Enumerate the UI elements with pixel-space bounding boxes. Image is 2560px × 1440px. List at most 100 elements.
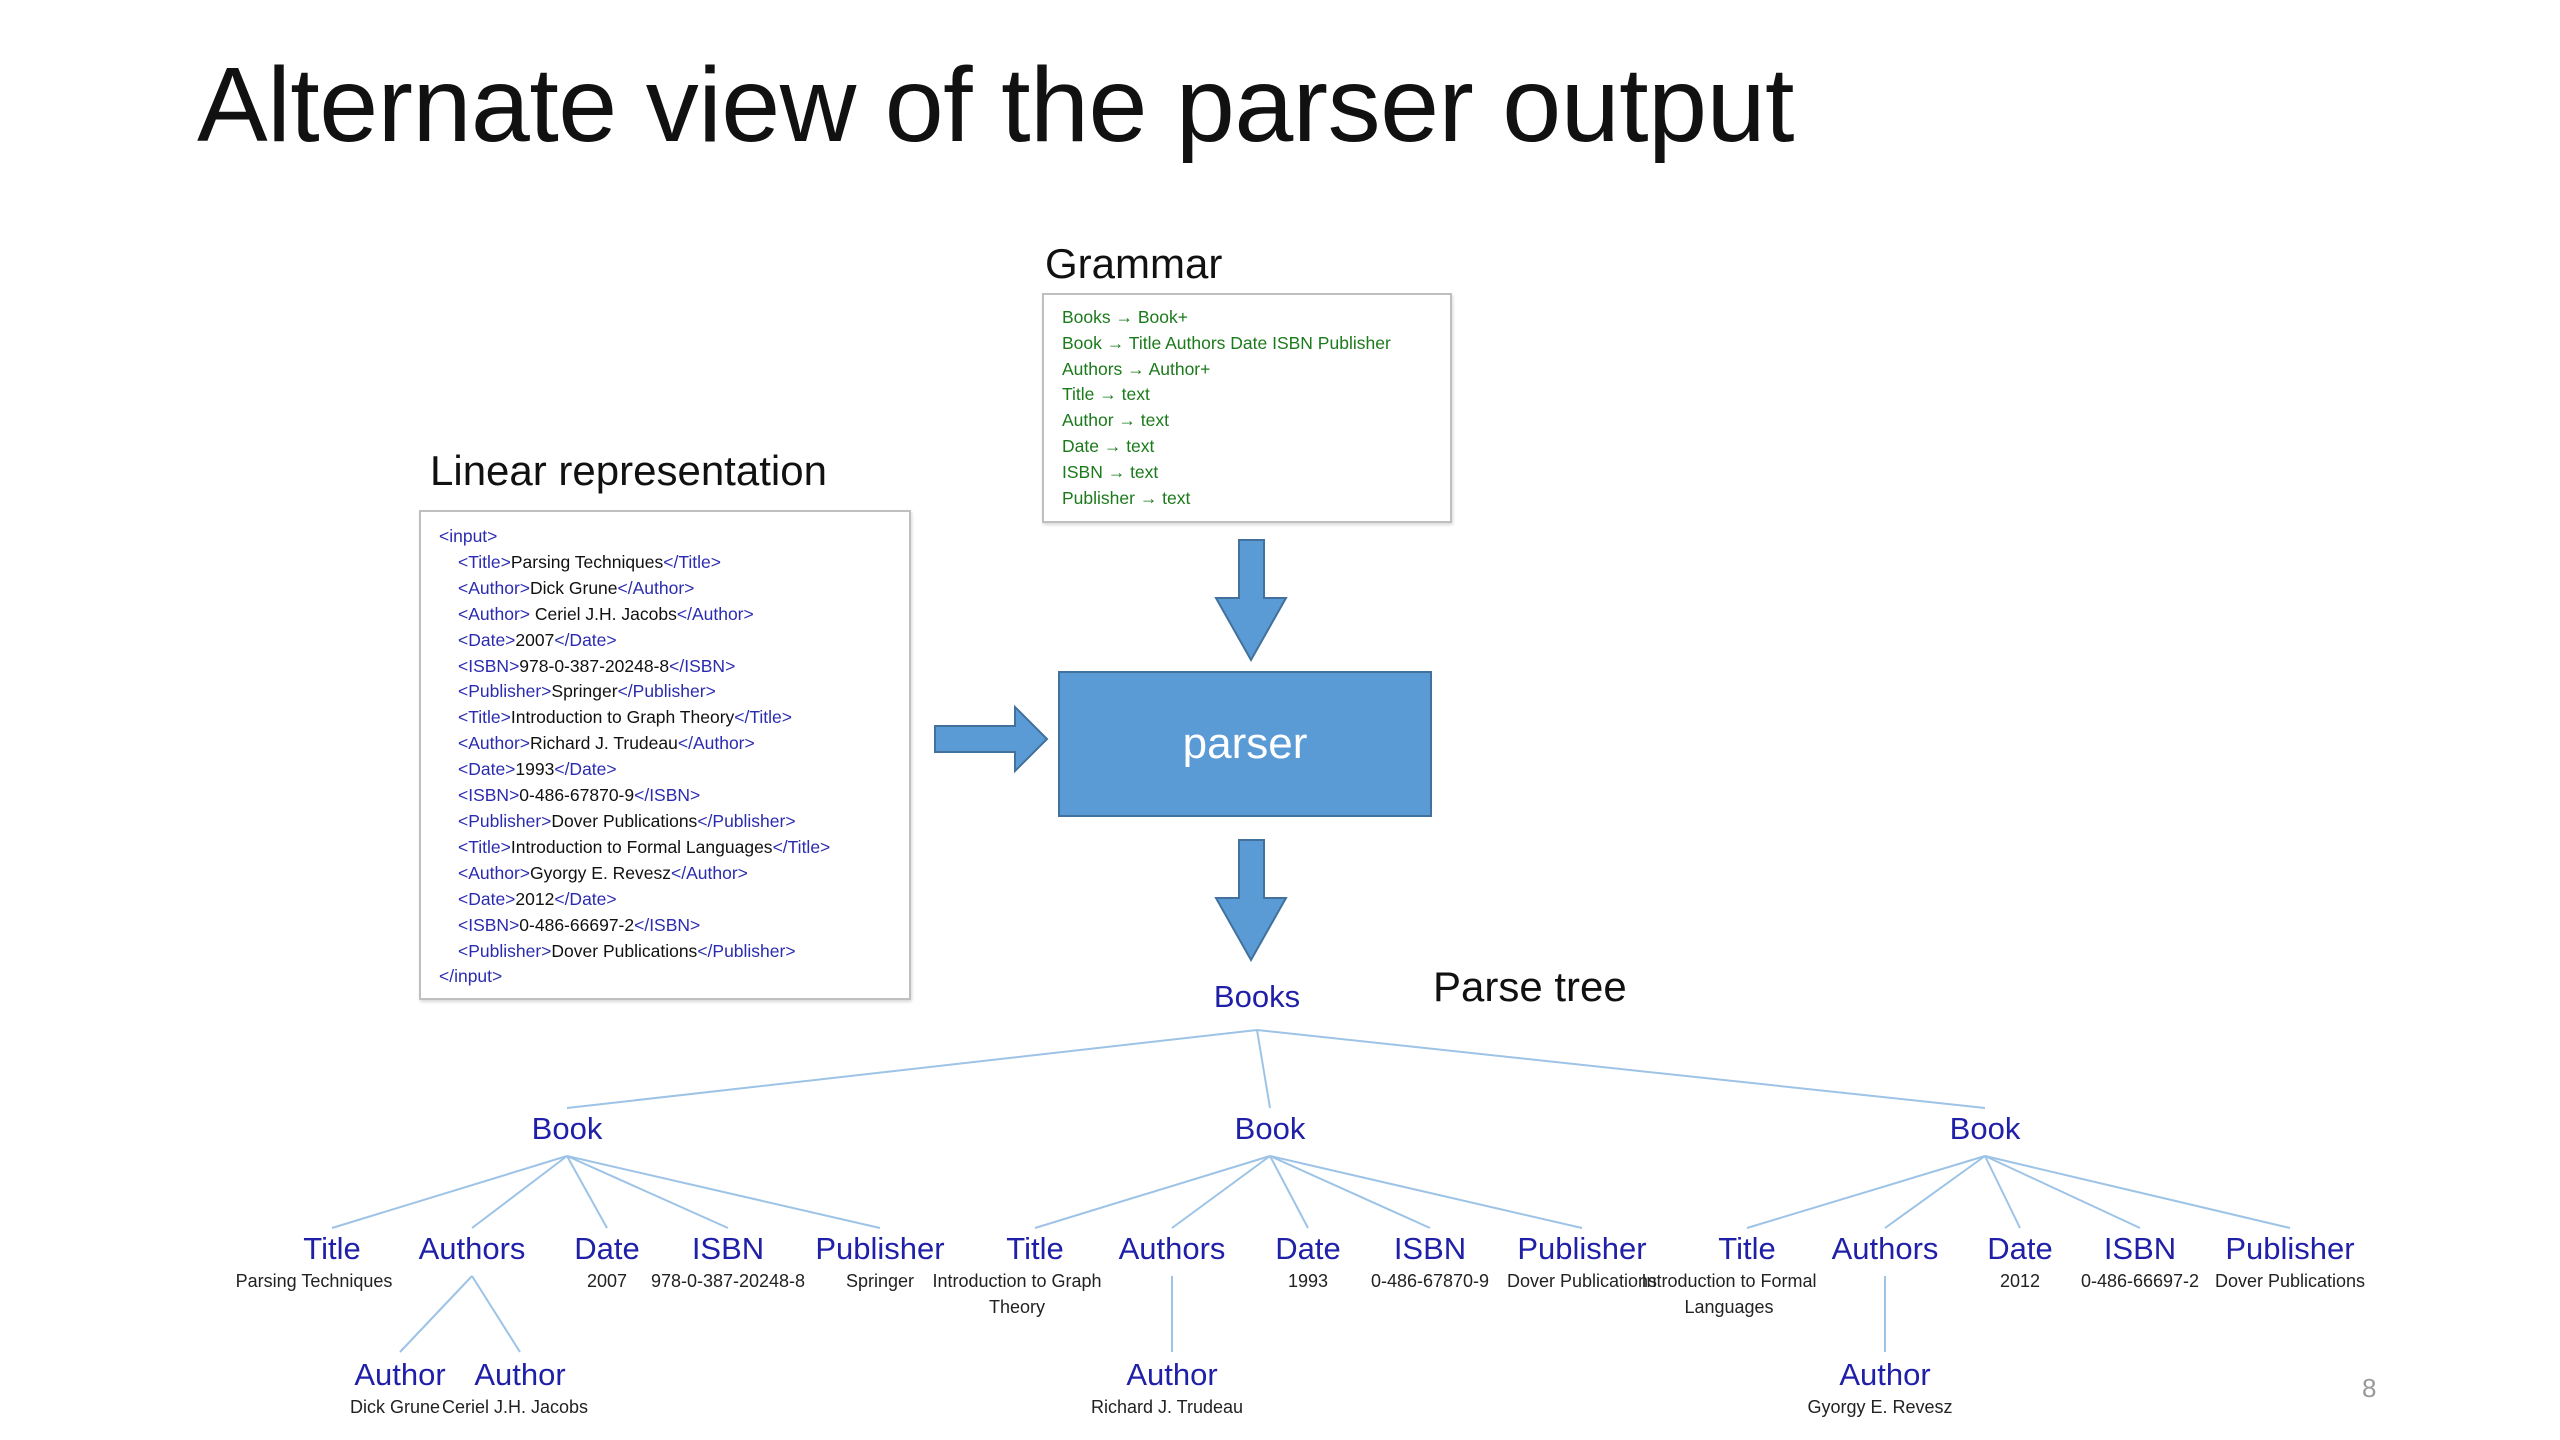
tree-node: Date	[1987, 1231, 2053, 1266]
tree-value: Parsing Techniques	[235, 1271, 393, 1291]
xml-text: 2012	[515, 888, 555, 909]
xml-text: 2007	[515, 629, 555, 650]
tree-edge	[1034, 1155, 1271, 1229]
xml-tag: <ISBN>	[458, 655, 520, 676]
xml-line: <Publisher>Dover Publications</Publisher…	[439, 939, 909, 965]
xml-line: <Date>1993</Date>	[439, 757, 909, 783]
xml-line: <Title>Introduction to Graph Theory</Tit…	[439, 705, 909, 731]
xml-text: Ceriel J.H. Jacobs	[530, 603, 677, 624]
linear-representation-box: <input><Title>Parsing Techniques</Title>…	[419, 510, 911, 1000]
xml-tag: </Author>	[671, 862, 748, 883]
xml-tag: </Title>	[663, 551, 721, 572]
xml-tag: <Publisher>	[458, 810, 552, 831]
tree-node: Title	[1006, 1231, 1064, 1266]
tree-edge	[1984, 1155, 2021, 1229]
tree-value: 0-486-66697-2	[2080, 1271, 2200, 1291]
tree-edge	[566, 1155, 881, 1229]
xml-tag: </Title>	[734, 707, 792, 728]
xml-text: Richard J. Trudeau	[530, 733, 678, 754]
tree-node: Author	[354, 1357, 446, 1392]
tree-edge	[1269, 1155, 1431, 1229]
xml-tag: </Date>	[554, 629, 617, 650]
tree-edge	[1269, 1155, 1309, 1229]
tree-edge	[1984, 1155, 2141, 1229]
xml-line: <Date>2007</Date>	[439, 628, 909, 654]
xml-text: Springer	[551, 681, 618, 702]
xml-line: <Publisher>Dover Publications</Publisher…	[439, 809, 909, 835]
tree-edge	[1256, 1029, 1271, 1109]
tree-edge	[399, 1275, 473, 1353]
tree-node: Author	[1126, 1357, 1218, 1392]
xml-line: <Title>Parsing Techniques</Title>	[439, 550, 909, 576]
xml-tag: <Author>	[458, 577, 530, 598]
parse-tree-label: Parse tree	[1433, 963, 1627, 1010]
xml-tag: </ISBN>	[634, 785, 701, 806]
xml-tag: </Publisher>	[617, 681, 716, 702]
xml-line: <ISBN>0-486-66697-2</ISBN>	[439, 913, 909, 939]
xml-tag: </Date>	[554, 759, 617, 780]
grammar-rule: Publisher → text	[1062, 487, 1191, 508]
grammar-rule: Date → text	[1062, 435, 1155, 456]
tree-value: 1993	[1287, 1271, 1329, 1291]
grammar-rule: Title → text	[1062, 384, 1150, 405]
xml-line: <Author>Richard J. Trudeau</Author>	[439, 731, 909, 757]
grammar-rule: Author → text	[1062, 410, 1169, 431]
xml-text: Parsing Techniques	[510, 551, 664, 572]
tree-node: Publisher	[1517, 1231, 1647, 1266]
xml-tag: </Title>	[772, 836, 831, 857]
xml-tag: <Author>	[458, 733, 530, 754]
xml-tag: </Publisher>	[697, 810, 796, 831]
tree-value: Introduction to Graph Theory	[932, 1271, 1102, 1317]
tree-node: Title	[303, 1231, 361, 1266]
xml-text: 0-486-67870-9	[519, 785, 635, 806]
tree-node: Publisher	[2225, 1231, 2355, 1266]
down-arrow-icon	[1214, 539, 1288, 663]
grammar-rule: ISBN → text	[1062, 461, 1159, 482]
tree-node: Book	[1949, 1111, 2021, 1146]
page-number: 8	[2362, 1373, 2377, 1403]
tree-edge	[566, 1029, 1258, 1109]
xml-tag: </Author>	[676, 603, 754, 624]
grammar-rules: Books → Book+Book → Title Authors Date I…	[1062, 305, 1432, 511]
xml-text: Introduction to Formal Languages	[510, 836, 773, 857]
tree-node: ISBN	[2103, 1231, 2177, 1266]
grammar-box: Books → Book+Book → Title Authors Date I…	[1042, 293, 1452, 523]
tree-value: 978-0-387-20248-8	[650, 1271, 806, 1291]
xml-line: <Author>Gyorgy E. Revesz</Author>	[439, 861, 909, 887]
right-arrow-icon	[934, 704, 1049, 774]
xml-text: 0-486-66697-2	[519, 914, 635, 935]
xml-line: <ISBN>978-0-387-20248-8</ISBN>	[439, 654, 909, 680]
tree-node: Authors	[1118, 1231, 1226, 1266]
tree-edge	[1171, 1155, 1271, 1229]
slide-title: Alternate view of the parser output	[197, 46, 1794, 164]
tree-value: Gyorgy E. Revesz	[1807, 1397, 1953, 1417]
xml-tag: <ISBN>	[458, 914, 520, 935]
xml-tag: </Author>	[677, 733, 755, 754]
xml-tag: <input>	[439, 526, 498, 546]
tree-edge	[1984, 1155, 2291, 1229]
tree-edge	[1746, 1155, 1986, 1229]
xml-line: </input>	[439, 964, 909, 990]
xml-tag: <Author>	[458, 603, 530, 624]
xml-line: <ISBN>0-486-67870-9</ISBN>	[439, 783, 909, 809]
tree-node: Date	[1275, 1231, 1341, 1266]
grammar-rule: Books → Book+	[1062, 307, 1188, 327]
tree-edge	[566, 1155, 729, 1229]
tree-value: Richard J. Trudeau	[1090, 1397, 1244, 1417]
tree-value: Ceriel J.H. Jacobs	[441, 1397, 589, 1417]
tree-node: ISBN	[691, 1231, 765, 1266]
xml-text: Introduction to Graph Theory	[510, 707, 735, 728]
tree-node: Authors	[418, 1231, 526, 1266]
tree-edge	[471, 1275, 521, 1353]
xml-text: Gyorgy E. Revesz	[530, 862, 672, 883]
xml-text: 978-0-387-20248-8	[519, 655, 670, 676]
tree-value: Dover Publications	[2214, 1271, 2366, 1291]
xml-tag: <Title>	[458, 836, 511, 857]
tree-node: Title	[1718, 1231, 1776, 1266]
xml-line: <Publisher>Springer</Publisher>	[439, 679, 909, 705]
down-arrow-icon	[1214, 839, 1288, 963]
tree-node: ISBN	[1393, 1231, 1467, 1266]
grammar-label: Grammar	[1045, 240, 1223, 287]
xml-text: Dover Publications	[551, 940, 698, 961]
xml-tag: </Publisher>	[697, 940, 796, 961]
